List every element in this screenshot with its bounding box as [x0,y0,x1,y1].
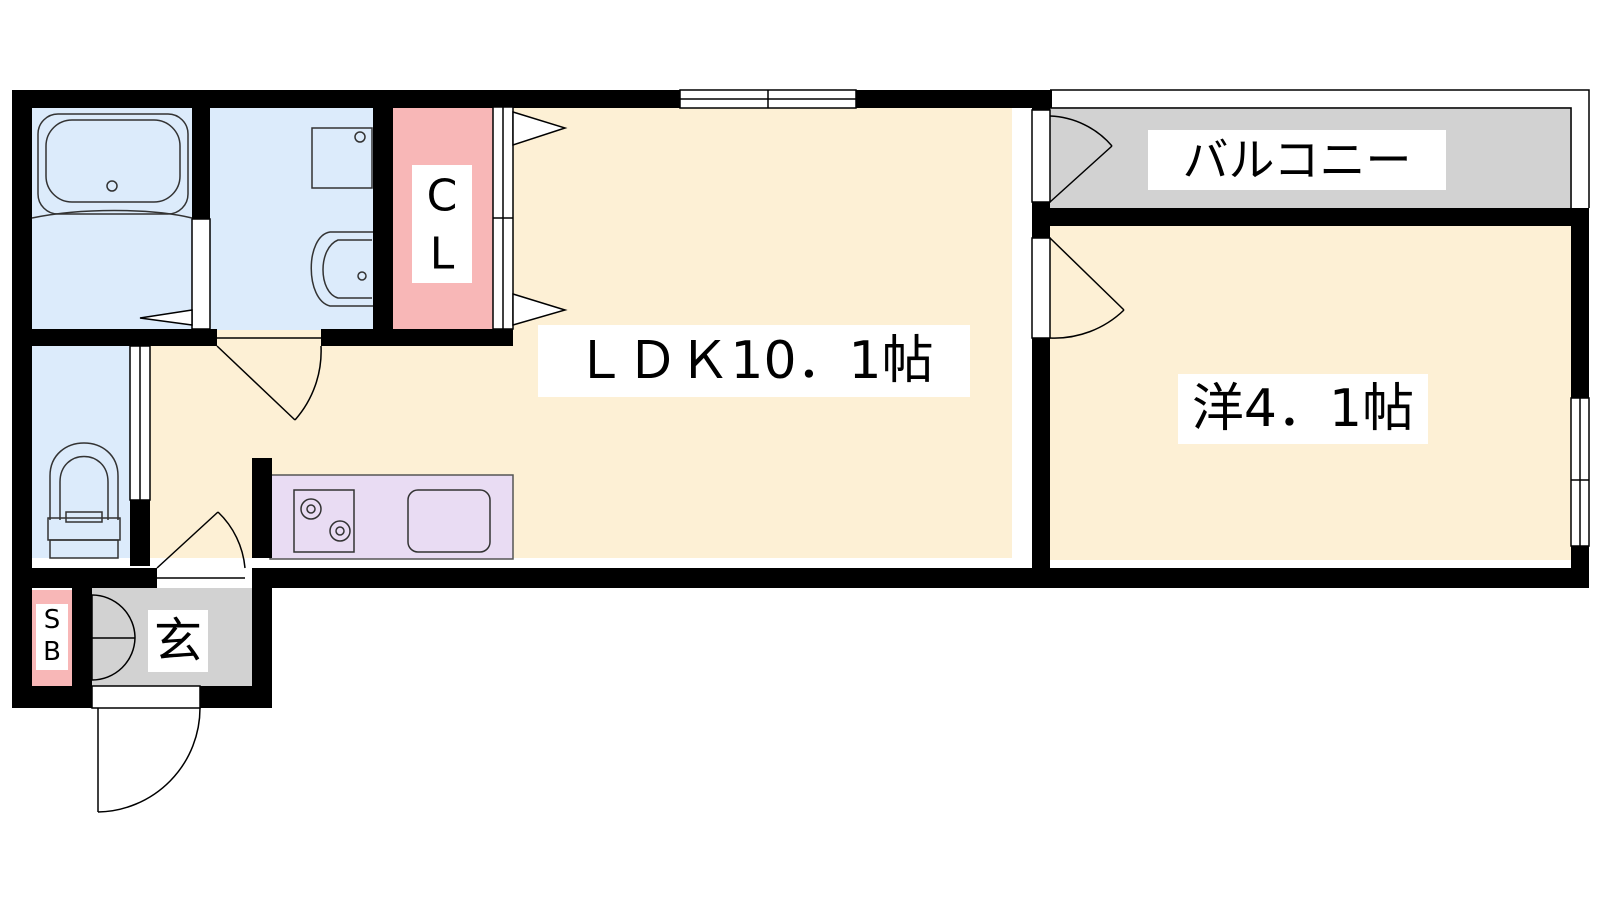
kitchen-counter [269,474,514,560]
walls [12,90,1589,708]
ldk-label: ＬＤＫ10．1帖 [574,331,933,391]
shoe-box-label-b: B [43,637,61,667]
closet-label-l: L [430,229,455,280]
washbasin [310,127,373,307]
balcony-rail [1050,89,1590,208]
entrance-label: 玄 [154,613,202,669]
toilet-window [129,345,151,501]
top-window [679,89,857,109]
closet-label-bg [412,165,472,283]
shoe-box-label-s: S [44,605,61,635]
washroom-floor [210,107,373,330]
toilet [47,442,121,559]
toilet-floor [32,346,130,558]
closet-label-c: C [427,171,458,222]
shoe-box-label-bg [36,604,68,670]
doors [91,106,1125,813]
western-label: 洋4．1帖 [1192,379,1414,439]
kitchen-sink [407,489,491,553]
entrance-label-bg [148,610,208,672]
stove [293,489,355,553]
western-label-bg [1178,374,1428,444]
balcony-label-bg [1148,130,1446,190]
right-window [1570,397,1590,547]
bathtub [31,113,193,219]
balcony-label: バルコニー [1182,133,1411,187]
ldk-label-bg [538,325,970,397]
